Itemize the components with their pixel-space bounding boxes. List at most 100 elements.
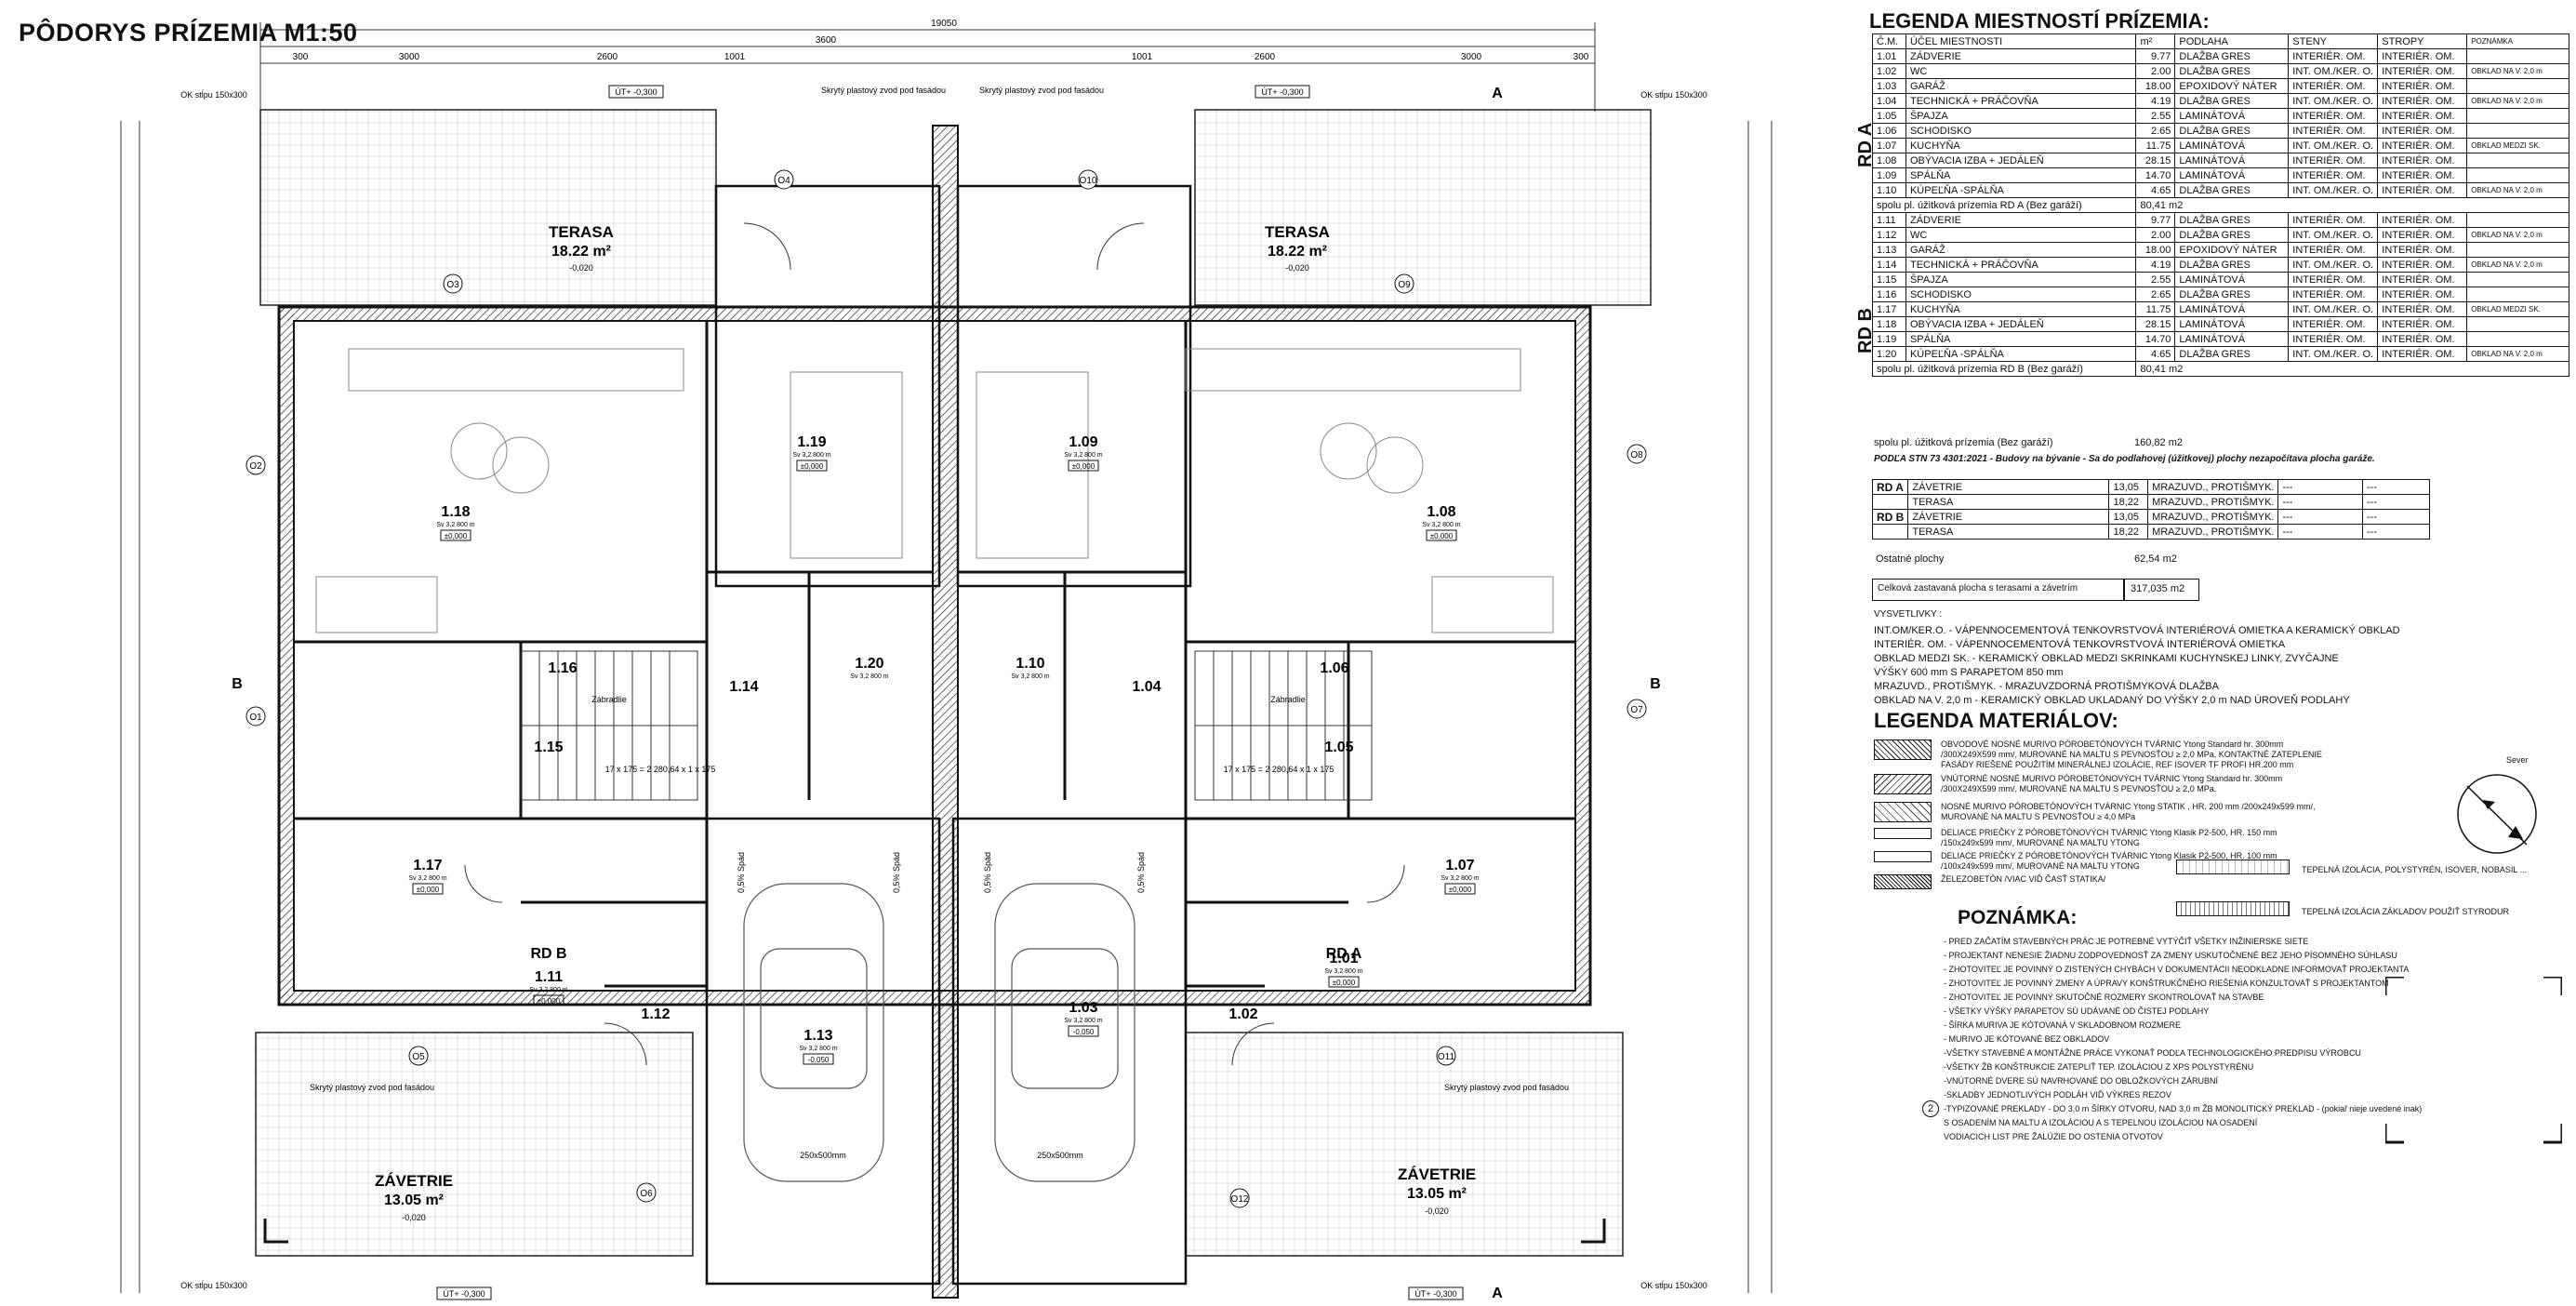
- table-cell: LAMINÁTOVÁ: [2174, 167, 2290, 183]
- table-cell: INT. OM./KER. O.: [2288, 301, 2379, 317]
- entrance-left-area: 13.05 m²: [384, 1193, 444, 1208]
- table-cell: OBÝVACIA IZBA + JEDÁLEŇ: [1905, 153, 2137, 168]
- dim-5: 3600: [816, 35, 837, 46]
- table-cell: MRAZUVD., PROTIŠMYK.: [2147, 524, 2279, 540]
- table-cell: INTERIÉR. OM.: [2288, 242, 2379, 258]
- window-tag: O12: [1231, 1194, 1249, 1205]
- table-cell: OBKLAD NA V. 2,0 m: [2466, 63, 2569, 79]
- room-number: 1.02: [1228, 1006, 1257, 1022]
- table-cell: OBKLAD NA V. 2,0 m: [2466, 257, 2569, 273]
- room-number: 1.06: [1320, 660, 1348, 676]
- table-cell: 14.70: [2135, 331, 2176, 347]
- table-cell: 9.77: [2135, 212, 2176, 228]
- room-number: 1.07: [1445, 858, 1474, 873]
- table-cell: OBKLAD NA V. 2,0 m: [2466, 182, 2569, 198]
- table-cell: WC: [1905, 63, 2137, 79]
- table-cell: 18.00: [2135, 78, 2176, 94]
- table-cell: DLAŽBA GRES: [2174, 48, 2290, 64]
- table-cell: 18.00: [2135, 242, 2176, 258]
- level-tag-2: ÚT+ -0,300: [1261, 87, 1303, 97]
- other-label: Ostatné plochy: [1876, 553, 1945, 565]
- room-level-box: [440, 529, 471, 541]
- table-cell: INT. OM./KER. O.: [2288, 257, 2379, 273]
- table-cell: MRAZUVD., PROTIŠMYK.: [2147, 509, 2279, 525]
- furniture: [315, 348, 1554, 633]
- table-cell: 1.18: [1872, 316, 1906, 332]
- table-cell: ZÁDVERIE: [1905, 212, 2137, 228]
- table-cell: INTERIÉR. OM.: [2377, 346, 2468, 362]
- total-value: 160,82 m2: [2134, 437, 2183, 448]
- table-cell: DLAŽBA GRES: [2174, 346, 2290, 362]
- window-tag-circle: [774, 169, 794, 190]
- table-cell: INTERIÉR. OM.: [2377, 316, 2468, 332]
- sum-label: spolu pl. úžitková prízemia RD B (Bez ga…: [1871, 361, 2137, 377]
- material-swatch: [1874, 874, 1932, 889]
- table-cell: DLAŽBA GRES: [2174, 123, 2290, 139]
- note-line: - ZHOTOVITEĽ JE POVINNÝ SKUTOČNÉ ROZMERY…: [1944, 993, 2264, 1002]
- explanation-line: OBKLAD NA V. 2,0 m - KERAMICKÝ OBKLAD UK…: [1874, 695, 2350, 706]
- table-cell: KÚPEĽŇA -SPÁLŇA: [1905, 182, 2137, 198]
- explanation-line: MRAZUVD., PROTIŠMYK. - MRAZUVZDORNÁ PROT…: [1874, 681, 2219, 692]
- room-level: -0,050: [1073, 1028, 1095, 1036]
- dim-9: 300: [1573, 52, 1589, 62]
- built-value: 317,035 m2: [2131, 583, 2185, 594]
- column-label-2: OK stĺpu 150x300: [1640, 89, 1707, 100]
- room-number: 1.19: [797, 434, 826, 450]
- table-cell: 1.16: [1872, 287, 1906, 302]
- terrace-right-name: TERASA: [1265, 223, 1330, 241]
- table-cell: 1.03: [1872, 78, 1906, 94]
- slope-4: 0,5% Spád: [1136, 852, 1146, 893]
- section-markers: A A B B: [232, 86, 1661, 1301]
- terrace-left-area: 18.22 m²: [551, 244, 611, 260]
- table-cell: INTERIÉR. OM.: [2377, 78, 2468, 94]
- table-cell: [2466, 48, 2569, 64]
- material-swatch: [1874, 802, 1932, 822]
- top-dimension-labels: 19050 300 3000 2600 1001 3600 1001 2600 …: [293, 19, 1589, 62]
- rooms-sum-row: spolu pl. úžitková prízemia RD A (Bez ga…: [1871, 197, 2569, 213]
- entrance-left: [255, 1032, 694, 1257]
- drawing-title: PÔDORYS PRÍZEMIA M1:50: [19, 19, 358, 47]
- column-label-1: OK stĺpu 150x300: [180, 89, 247, 100]
- room-number: 1.10: [1016, 656, 1044, 672]
- table-cell: 1.20: [1872, 346, 1906, 362]
- room-level: ±0,000: [801, 462, 824, 471]
- terrace-left-name: TERASA: [549, 223, 614, 241]
- table-cell: INTERIÉR. OM.: [2377, 242, 2468, 258]
- table-cell: 1.19: [1872, 331, 1906, 347]
- explanation-line: OBKLAD MEDZI SK. - KERAMICKÝ OBKLAD MEDZ…: [1874, 653, 2339, 664]
- table-cell: 1.07: [1872, 138, 1906, 153]
- downpipe-4: Skrytý plastový zvod pod fasádou: [1444, 1083, 1569, 1092]
- note-line: -VŠETKY ŽB KONŠTRUKCIE ZATEPLIŤ TEP. IZO…: [1944, 1062, 2254, 1072]
- table-cell: SCHODISKO: [1905, 123, 2137, 139]
- table-cell: TECHNICKÁ + PRÁČOVŇA: [1905, 257, 2137, 273]
- dim-3: 2600: [597, 52, 618, 62]
- table-cell: [2466, 212, 2569, 228]
- room-level-box: [1328, 976, 1360, 988]
- north-arrow: Sever: [2441, 753, 2553, 865]
- table-cell: ---: [2277, 509, 2363, 525]
- stairs-left: [520, 650, 698, 801]
- table-cell: DLAŽBA GRES: [2174, 182, 2290, 198]
- table-cell: INT. OM./KER. O.: [2288, 182, 2379, 198]
- table-cell: [1871, 494, 1909, 510]
- room-number: 1.15: [534, 740, 563, 755]
- room-level: ±0,000: [445, 532, 468, 540]
- railing-right: Zábradlie: [1270, 695, 1306, 704]
- header-cell: STENY: [2288, 33, 2379, 49]
- table-cell: 18,22: [2108, 524, 2149, 540]
- table-cell: ---: [2362, 494, 2430, 510]
- table-cell: INT. OM./KER. O.: [2288, 138, 2379, 153]
- window-tag: O10: [1080, 176, 1097, 186]
- table-cell: INTERIÉR. OM.: [2377, 138, 2468, 153]
- table-cell: ZÁDVERIE: [1905, 48, 2137, 64]
- window-tag: O11: [1438, 1052, 1455, 1062]
- table-cell: KUCHYŇA: [1905, 301, 2137, 317]
